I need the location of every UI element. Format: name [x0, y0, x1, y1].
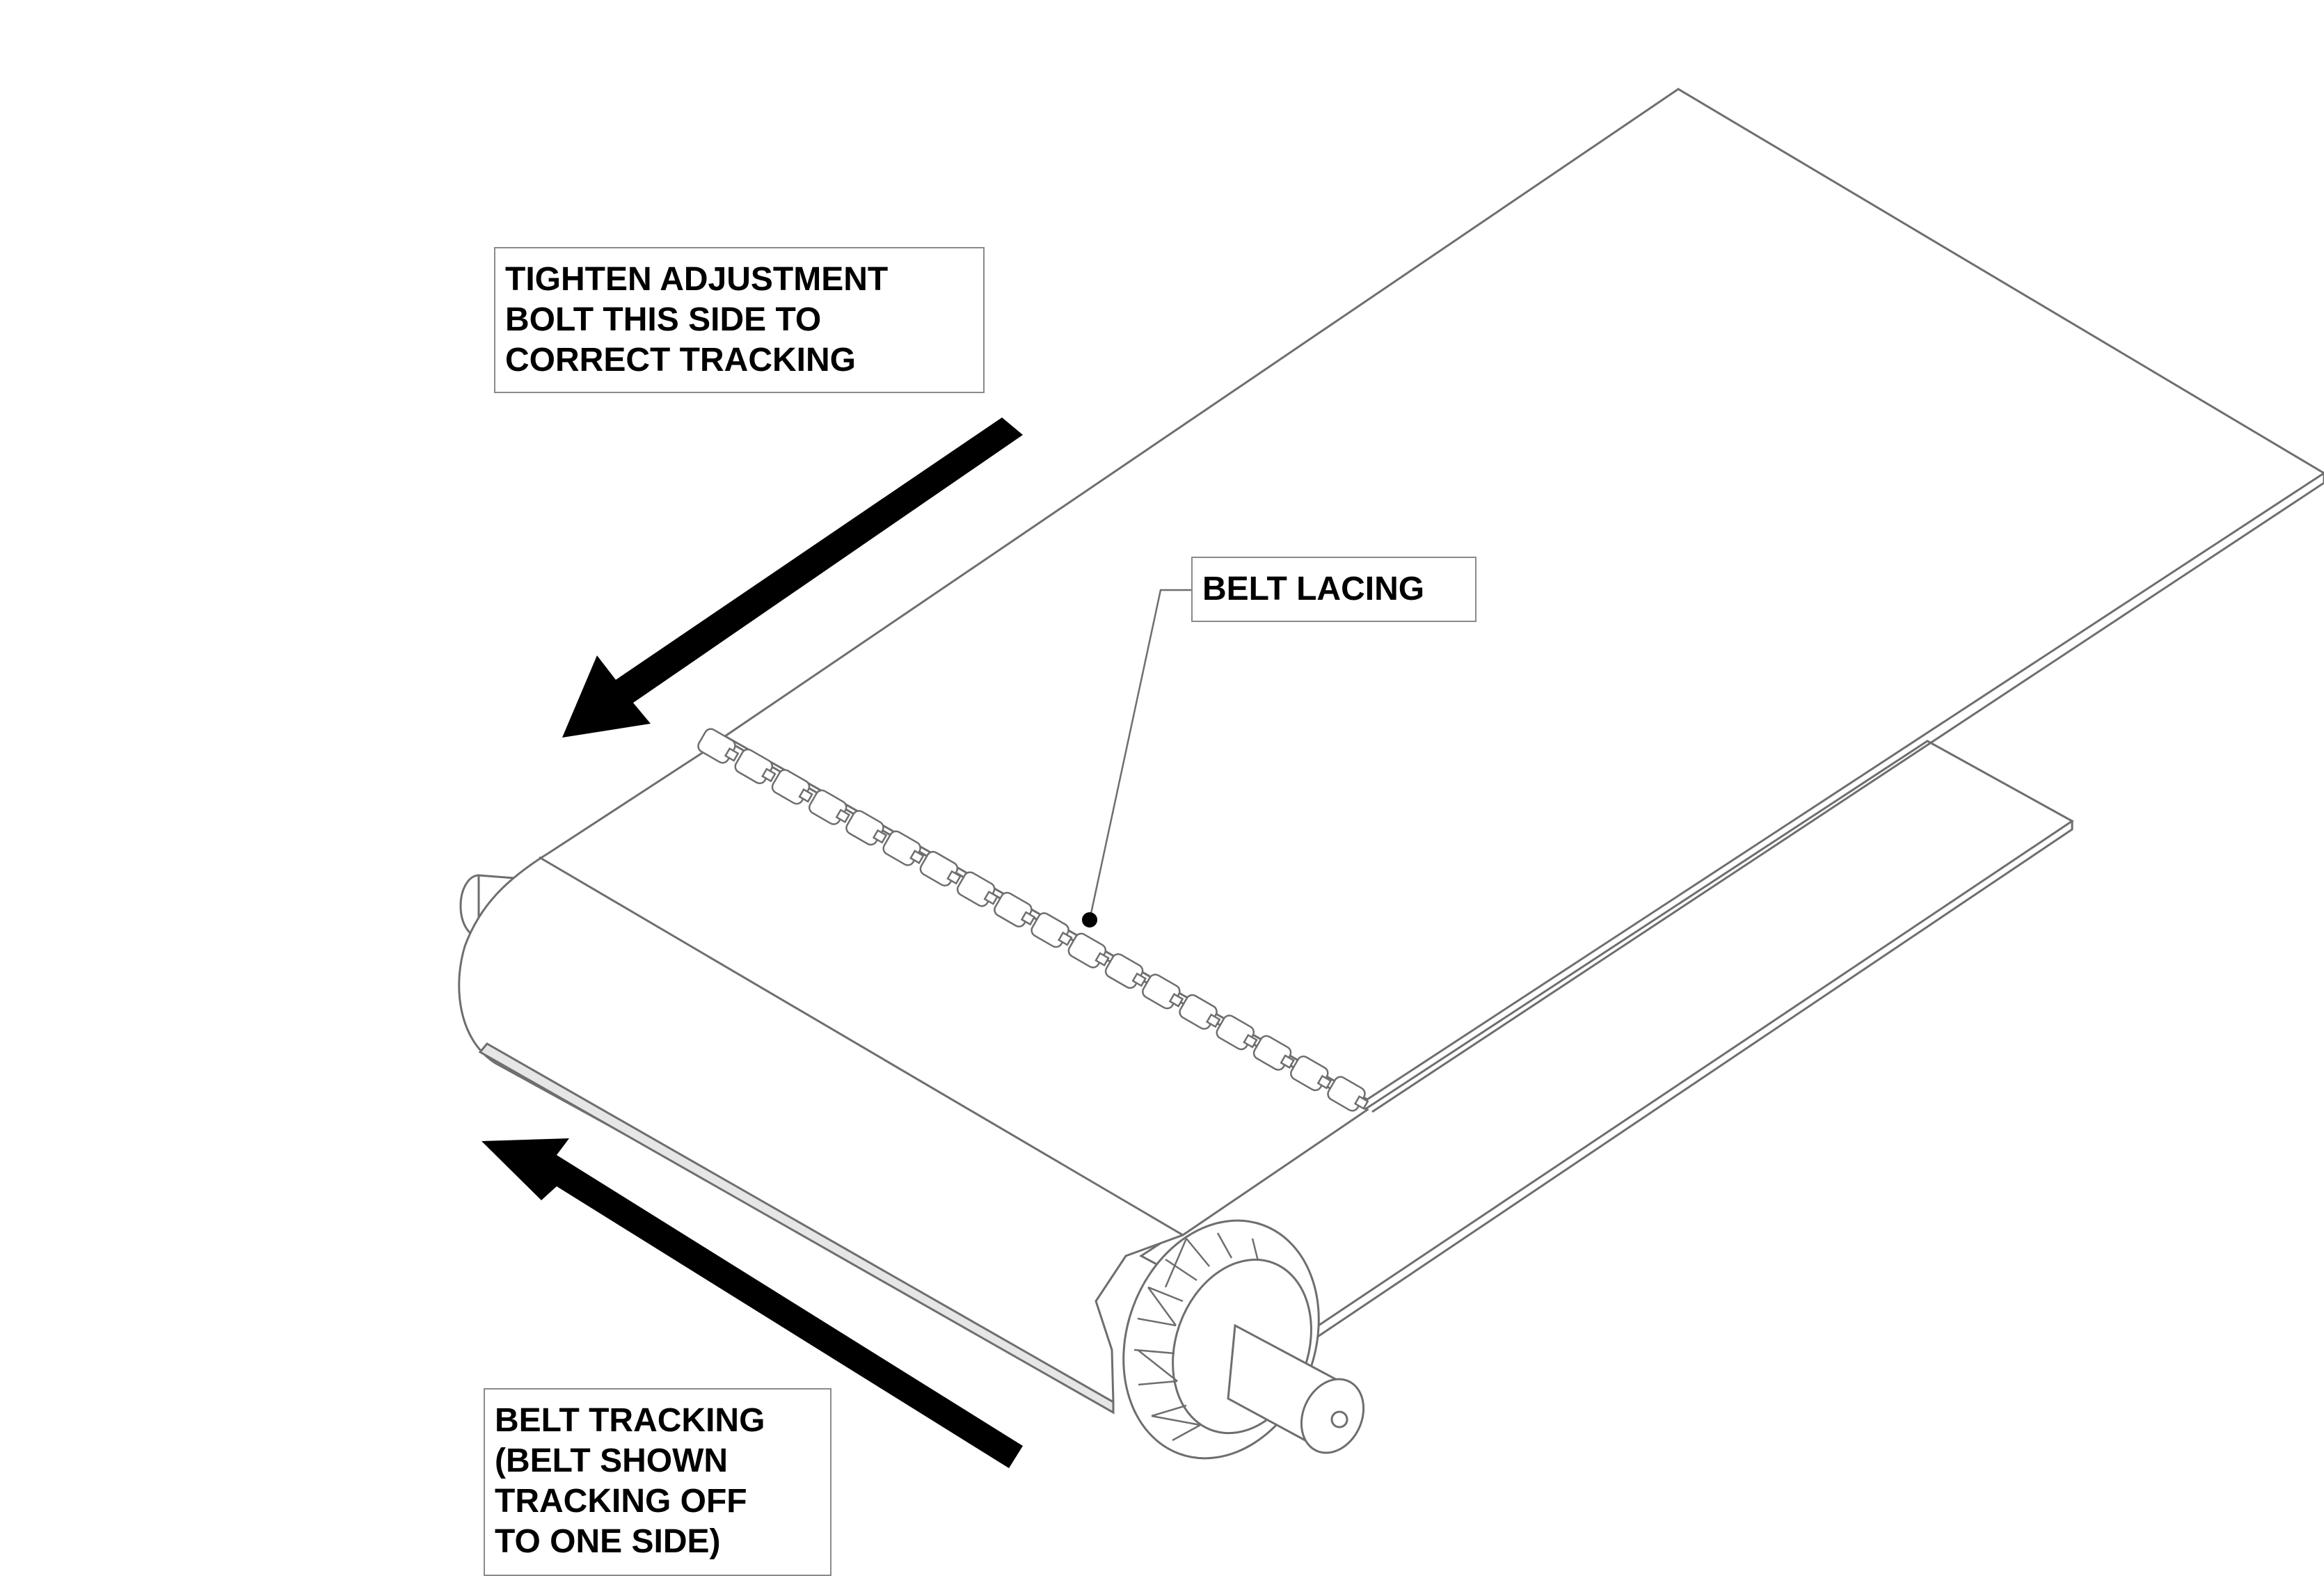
callout-line: BOLT THIS SIDE TO: [505, 301, 822, 338]
lacing-clip-hinge: [1353, 1095, 1369, 1110]
lacing-clip-hinge: [761, 767, 777, 783]
lacing-clip-hinge: [1020, 911, 1036, 926]
lacing-clip-hinge: [1316, 1074, 1332, 1090]
lacing-clip-hinge: [798, 788, 813, 803]
lacing-clip-hinge: [983, 890, 999, 905]
tighten-adjustment-callout: TIGHTEN ADJUSTMENT BOLT THIS SIDE TO COR…: [494, 247, 985, 393]
tracking-direction-arrow: [481, 1138, 1023, 1468]
callout-line: (BELT SHOWN: [495, 1442, 729, 1479]
lacing-clip-hinge: [835, 809, 851, 824]
tighten-direction-arrow: [562, 417, 1023, 738]
lacing-clip-hinge: [724, 747, 740, 762]
callout-line: TRACKING OFF: [495, 1483, 747, 1520]
lacing-clip-hinge: [872, 829, 888, 844]
lacing-clip-hinge: [1280, 1054, 1295, 1069]
lacing-clip-hinge: [946, 870, 962, 885]
lacing-clip-hinge: [1168, 993, 1184, 1008]
lacing-clip-hinge: [1243, 1033, 1258, 1049]
lacing-leader: [1082, 589, 1191, 928]
lacing-clip-hinge: [1057, 931, 1073, 946]
right-shaft: [1227, 1323, 1365, 1454]
belt-tracking-callout: BELT TRACKING (BELT SHOWN TRACKING OFF T…: [484, 1388, 831, 1576]
lacing-clip-hinge: [909, 850, 925, 864]
drum-belt-wrap: [458, 738, 1369, 1415]
belt-lacing-callout: BELT LACING: [1191, 557, 1477, 622]
callout-line: BELT LACING: [1202, 571, 1425, 607]
upper-belt: [723, 88, 2324, 1113]
lacing-clip-hinge: [1131, 972, 1147, 987]
belt-lacing-clips: [697, 728, 1369, 1112]
callout-line: TO ONE SIDE): [495, 1523, 721, 1560]
lacing-clip-hinge: [1205, 1013, 1221, 1028]
callout-line: BELT TRACKING: [495, 1402, 765, 1439]
callout-line: TIGHTEN ADJUSTMENT: [505, 261, 889, 298]
callout-line: CORRECT TRACKING: [505, 342, 856, 379]
lacing-clip-hinge: [1095, 952, 1110, 967]
